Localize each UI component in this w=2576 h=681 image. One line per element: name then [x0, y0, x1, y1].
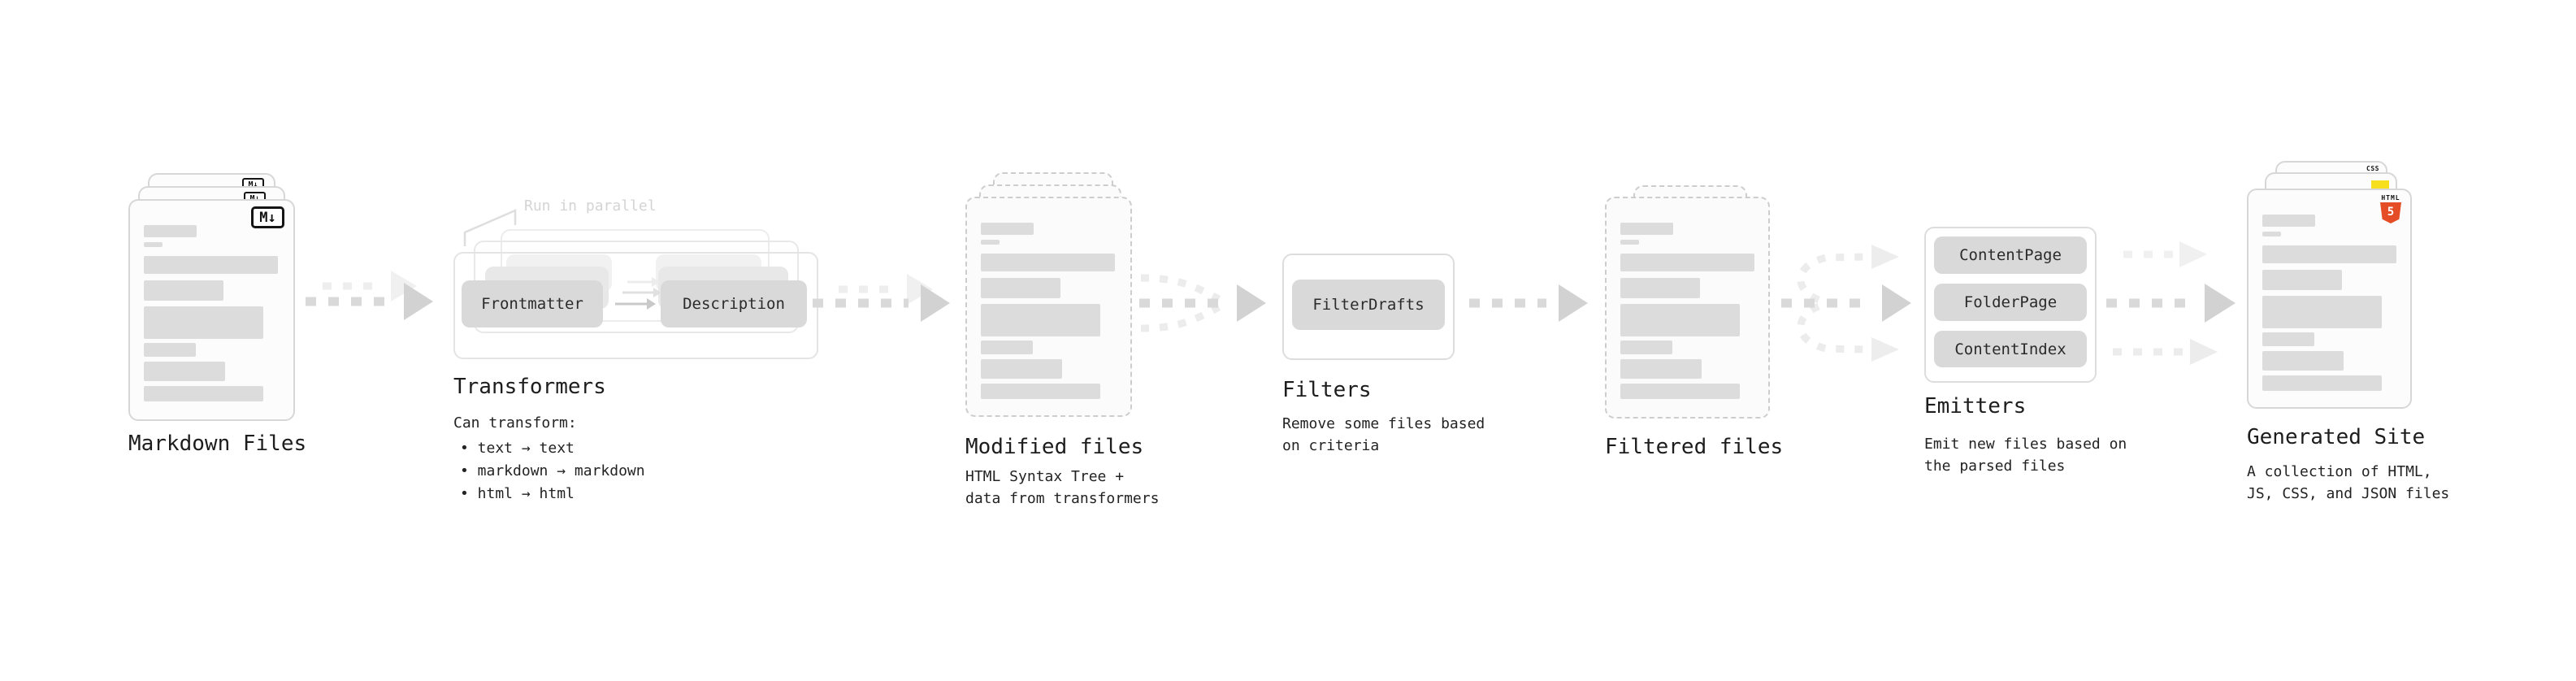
transformers-bullet: • markdown → markdown [460, 462, 645, 479]
text-skeleton-bar [1620, 340, 1672, 354]
emitters-desc: Emit new files based on [1924, 436, 2127, 453]
filters-desc: Remove some files based [1282, 415, 1485, 432]
arrow-markdown-to-transformers [306, 271, 433, 320]
arrow-modified-to-filters [1139, 274, 1266, 332]
generated-site-desc: A collection of HTML, [2247, 463, 2432, 480]
emitter-node-contentindex: ContentIndex [1934, 331, 2087, 367]
modified-file-card [965, 197, 1132, 417]
text-skeleton-bar [2262, 351, 2344, 371]
transformer-node-description: Description [661, 280, 807, 327]
stage-title-transformers: Transformers [453, 375, 606, 399]
text-skeleton-bar [1620, 278, 1700, 298]
modified-files-desc: HTML Syntax Tree + [965, 468, 1125, 485]
text-skeleton-bar [981, 223, 1034, 235]
text-skeleton-bar [981, 278, 1060, 298]
text-skeleton-bar [981, 304, 1100, 336]
text-skeleton-bar [144, 256, 278, 274]
text-skeleton-bar [2262, 296, 2382, 328]
text-skeleton-bar [2262, 215, 2315, 227]
transformers-bullet: • html → html [460, 485, 575, 502]
text-skeleton-bar [144, 242, 163, 247]
filters-desc: on criteria [1282, 437, 1380, 454]
text-skeleton-bar [981, 384, 1100, 399]
modified-files-desc: data from transformers [965, 490, 1160, 507]
text-skeleton-bar [2262, 332, 2314, 346]
stage-title-filters: Filters [1282, 378, 1372, 402]
text-skeleton-bar [981, 359, 1062, 379]
emitters-desc: the parsed files [1924, 458, 2066, 475]
text-skeleton-bar [144, 343, 196, 357]
text-skeleton-bar [1620, 359, 1702, 379]
text-skeleton-bar [144, 362, 225, 381]
markdown-file-card: M↓ [128, 199, 295, 421]
emitter-node-folderpage: FolderPage [1934, 284, 2087, 321]
arrow-filters-to-filtered [1469, 284, 1588, 322]
arrow-transformers-to-modified [813, 274, 950, 322]
filter-node-filterdrafts: FilterDrafts [1292, 280, 1445, 330]
text-skeleton-bar [1620, 254, 1754, 271]
text-skeleton-bar [2262, 245, 2396, 263]
arrow-filtered-to-emitters [1781, 245, 1911, 362]
text-skeleton-bar [2262, 270, 2342, 290]
text-skeleton-bar [981, 240, 1000, 245]
transformer-node-frontmatter: Frontmatter [462, 280, 603, 327]
filtered-file-card [1605, 197, 1770, 419]
stage-title-markdown-files: Markdown Files [128, 432, 307, 456]
generated-file-card: HTML 5 [2247, 189, 2412, 409]
generated-site-desc: JS, CSS, and JSON files [2247, 485, 2450, 502]
text-skeleton-bar [981, 340, 1033, 354]
stage-title-modified-files: Modified files [965, 435, 1144, 459]
text-skeleton-bar [1620, 223, 1673, 235]
text-skeleton-bar [144, 225, 197, 237]
text-skeleton-bar [1620, 240, 1639, 245]
stage-title-generated-site: Generated Site [2247, 425, 2426, 449]
text-skeleton-bar [144, 386, 263, 401]
arrow-emitters-to-site [2106, 241, 2236, 365]
text-skeleton-bar [1620, 304, 1740, 336]
text-skeleton-bar [144, 306, 263, 339]
emitter-node-contentpage: ContentPage [1934, 236, 2087, 274]
stage-title-emitters: Emitters [1924, 394, 2027, 419]
text-skeleton-bar [144, 280, 223, 301]
text-skeleton-bar [1620, 384, 1740, 399]
text-skeleton-bar [2262, 232, 2281, 236]
transformers-desc-heading: Can transform: [453, 414, 577, 432]
run-in-parallel-annotation: Run in parallel [524, 197, 657, 215]
stage-title-filtered-files: Filtered files [1605, 435, 1784, 459]
markdown-icon: M↓ [251, 206, 284, 228]
javascript-icon [2371, 180, 2389, 189]
transformers-bullet: • text → text [460, 440, 575, 457]
html5-icon: HTML 5 [2380, 194, 2401, 223]
text-skeleton-bar [981, 254, 1115, 271]
text-skeleton-bar [2262, 375, 2382, 391]
